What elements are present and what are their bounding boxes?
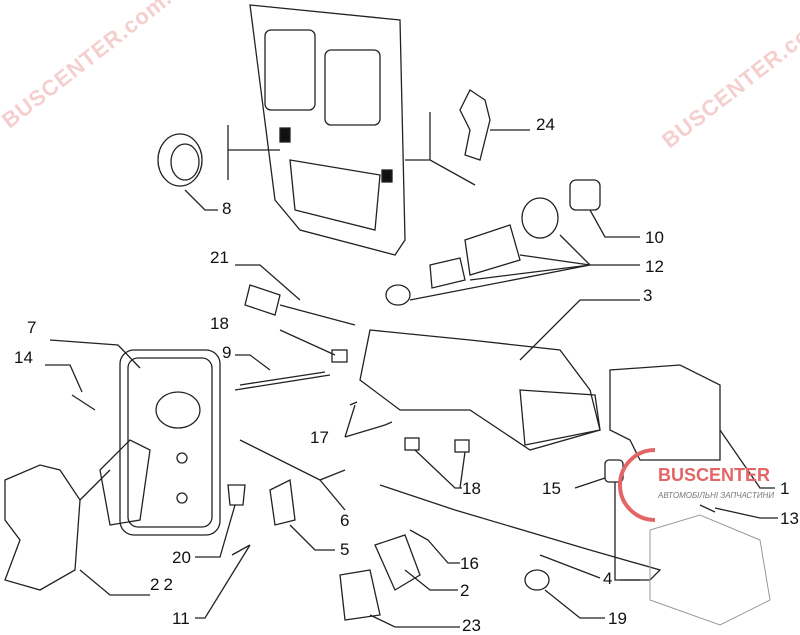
callout-13: 13 — [780, 509, 799, 528]
callout-7: 7 — [27, 318, 37, 337]
part-10-seal — [569, 179, 601, 211]
part-19-clip — [524, 569, 550, 591]
part-8-plug — [157, 133, 203, 187]
part-20-grommet — [227, 484, 246, 506]
logo-van — [649, 514, 771, 626]
callout-15: 15 — [542, 479, 561, 498]
callout-19: 19 — [608, 609, 627, 628]
callout-5: 5 — [340, 540, 350, 559]
callout-6: 6 — [340, 511, 350, 530]
part-24-bracket — [459, 89, 491, 161]
callout-3: 3 — [643, 286, 653, 305]
callout-24: 24 — [536, 115, 555, 134]
part-5-clip — [269, 479, 296, 526]
callout-12: 12 — [645, 257, 664, 276]
part-12-cylinder — [464, 224, 521, 276]
callout-11: 11 — [172, 609, 190, 628]
callout-23: 23 — [462, 616, 481, 635]
logo-title: BUSCENTER — [658, 465, 771, 485]
part-12-bushing — [521, 197, 559, 239]
rear-door-panel — [249, 4, 406, 256]
callout-21: 21 — [210, 248, 229, 267]
part-3-lock-body — [359, 329, 601, 451]
part-2-bracket — [374, 534, 421, 591]
part-18-clip — [331, 349, 348, 363]
part-4-rod — [379, 484, 662, 581]
part-6-rod — [239, 439, 346, 481]
callout-8: 8 — [222, 199, 232, 218]
callout-2: 2 — [460, 581, 470, 600]
callout-16: 16 — [460, 554, 479, 573]
callout-22: 22 — [150, 575, 177, 594]
callout-9: 9 — [222, 343, 232, 362]
callout-18: 18 — [210, 314, 229, 333]
part-1-latch — [609, 364, 721, 461]
part-22-plate — [4, 464, 81, 591]
part-23-bracket — [339, 569, 381, 621]
part-9-rod — [234, 371, 331, 391]
callout-17: 17 — [310, 428, 329, 447]
logo-subtitle: АВТОМОБІЛЬНІ ЗАПЧАСТИНИ — [658, 491, 775, 500]
callout-10: 10 — [645, 228, 664, 247]
callout-14: 14 — [14, 348, 33, 367]
part-7-handle — [119, 349, 221, 536]
part-21-rod — [244, 284, 281, 316]
callout-1: 1 — [780, 479, 790, 498]
callout-20: 20 — [172, 548, 191, 567]
callout-18b: 18 — [462, 479, 481, 498]
callout-4: 4 — [603, 569, 613, 588]
logo-mark — [618, 448, 656, 522]
